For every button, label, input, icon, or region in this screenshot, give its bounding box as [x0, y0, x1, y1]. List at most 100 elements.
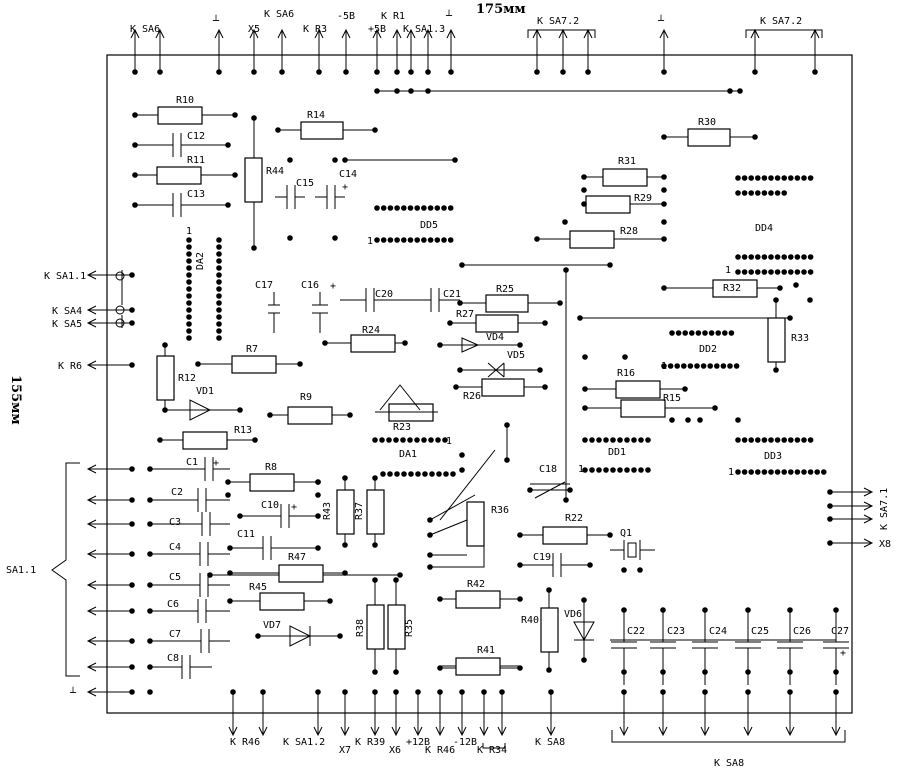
capacitor-label: C18: [539, 464, 557, 475]
pad: [129, 608, 135, 614]
pad: [260, 689, 266, 695]
pad: [801, 437, 807, 443]
pad: [422, 471, 428, 477]
pad: [186, 314, 192, 320]
capacitor-label: C15: [296, 178, 314, 189]
terminal-label: X5: [248, 24, 260, 35]
terminal-label: К SA1.3: [403, 24, 445, 35]
pad: [315, 545, 321, 551]
diode-bodies: [165, 337, 595, 660]
resistor-label: R35: [404, 619, 415, 637]
pad: [129, 689, 135, 695]
pad: [227, 545, 233, 551]
pad: [735, 175, 741, 181]
pad: [447, 320, 453, 326]
pad: [251, 69, 257, 75]
pad: [727, 88, 733, 94]
pad: [661, 236, 667, 242]
pad: [447, 205, 454, 211]
pad: [794, 254, 801, 260]
pad: [343, 69, 349, 75]
capacitor-label: C21: [443, 289, 461, 300]
pad: [421, 237, 427, 243]
terminal-label: К R46: [230, 737, 260, 748]
pad: [773, 297, 779, 303]
pad: [563, 267, 569, 273]
pad: [661, 363, 667, 369]
pad: [132, 69, 138, 75]
pad: [425, 69, 431, 75]
pad: [459, 689, 465, 695]
pad: [787, 689, 793, 695]
resistor-label: R47: [288, 552, 306, 563]
pad: [216, 286, 222, 292]
pad: [457, 367, 463, 373]
pad: [702, 330, 708, 336]
pad: [186, 293, 192, 299]
terminal-label: К R1: [381, 11, 405, 22]
pad: [708, 330, 715, 336]
pad: [624, 467, 630, 473]
pad: [186, 244, 192, 250]
pad: [421, 205, 427, 211]
pad: [589, 437, 595, 443]
capacitor-label: C1: [186, 457, 198, 468]
chip-labels: DD5 DD4 DA2 DD2 DD1 DD3 DA1: [195, 220, 782, 462]
diode-label: VD7: [263, 620, 281, 631]
bottom-terminal-labels: К R46 К SA1.2 X7 К R39 X6 +12В К R46 -12…: [230, 737, 744, 769]
pad: [427, 237, 434, 243]
capacitor-label: C8: [167, 653, 179, 664]
pad: [557, 300, 563, 306]
terminal-label: К SA1.2: [283, 737, 325, 748]
pad: [781, 269, 787, 275]
pad: [315, 479, 321, 485]
pad: [548, 689, 554, 695]
pad: [374, 237, 380, 243]
pad: [755, 469, 761, 475]
pad: [129, 320, 135, 326]
pad: [342, 689, 348, 695]
resistor-label: R44: [266, 166, 284, 177]
pad: [741, 190, 748, 196]
pad: [617, 467, 623, 473]
capacitor-label: C20: [375, 289, 393, 300]
pad: [448, 69, 454, 75]
pad: [437, 342, 443, 348]
pad: [702, 669, 708, 675]
pad: [661, 69, 667, 75]
pad: [761, 437, 768, 443]
capacitor-label: C22: [627, 626, 645, 637]
pad: [682, 386, 688, 392]
pad: [379, 437, 385, 443]
pad: [380, 471, 386, 477]
resistor-label: R27: [456, 309, 474, 320]
pad: [774, 190, 781, 196]
pad: [695, 330, 702, 336]
pad: [735, 254, 741, 260]
pad: [517, 342, 523, 348]
pad: [821, 469, 827, 475]
pad: [722, 330, 728, 336]
pad: [275, 127, 281, 133]
capacitor-label: C2: [171, 487, 183, 498]
pad: [147, 551, 153, 557]
pad: [436, 471, 442, 477]
pad: [504, 422, 510, 428]
pad: [380, 237, 387, 243]
pad: [807, 269, 814, 275]
pad: [589, 467, 595, 473]
pad: [407, 205, 414, 211]
pad: [147, 664, 153, 670]
pad: [408, 88, 414, 94]
pad: [610, 467, 616, 473]
pad: [542, 320, 548, 326]
pad: [735, 190, 741, 196]
capacitor-label: C17: [255, 280, 273, 291]
pad: [781, 190, 787, 196]
pad: [397, 572, 403, 578]
pad: [577, 315, 583, 321]
quartz-label: Q1: [620, 528, 632, 539]
pin-one-markers: 1 1 1 1 1 1 1: [186, 226, 734, 478]
terminal-label: К SA5: [52, 319, 82, 330]
pad: [237, 407, 243, 413]
